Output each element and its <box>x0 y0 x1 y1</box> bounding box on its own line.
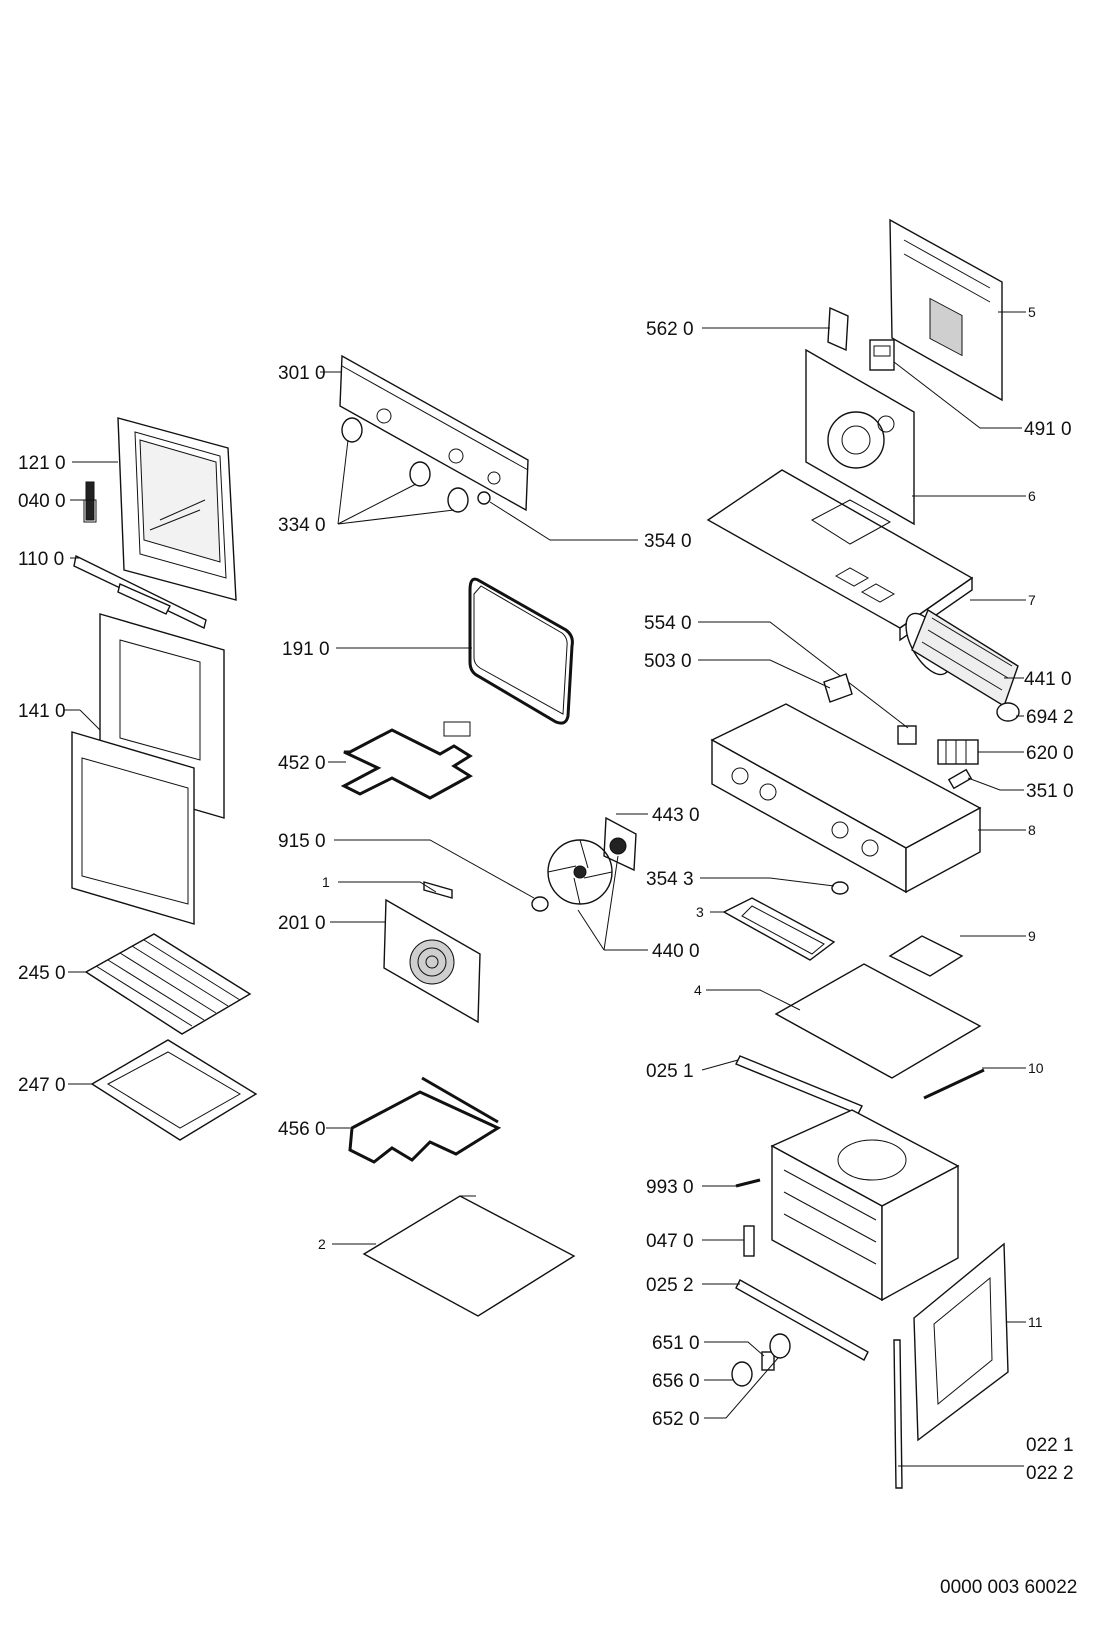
label-351-0: 351 0 <box>1026 781 1074 802</box>
label-651-0: 651 0 <box>652 1333 700 1354</box>
trim-strip-part <box>923 1068 985 1100</box>
label-047-0: 047 0 <box>646 1231 694 1252</box>
label-554-0: 554 0 <box>644 613 692 634</box>
label-354-0: 354 0 <box>644 531 692 552</box>
label-5: 5 <box>1028 304 1036 320</box>
drawing-number: 0000 003 60022 <box>940 1577 1077 1598</box>
back-panel-part <box>889 218 1003 402</box>
label-656-0: 656 0 <box>652 1371 700 1392</box>
label-354-3: 354 3 <box>646 869 694 890</box>
small-cover-plate-part <box>888 935 964 977</box>
door-glass-panels-part <box>71 613 225 925</box>
door-hinge-strip-part <box>893 1339 903 1489</box>
label-201-0: 201 0 <box>278 913 326 934</box>
thermostat-part <box>897 725 917 745</box>
label-491-0: 491 0 <box>1024 419 1072 440</box>
door-seal-part <box>468 577 574 725</box>
fan-motor-part <box>603 816 637 872</box>
rear-fan-cover-part <box>383 898 481 1024</box>
label-191-0: 191 0 <box>282 639 330 660</box>
side-rail-1-part <box>735 1055 863 1115</box>
label-10: 10 <box>1028 1060 1044 1076</box>
lower-heating-element-part <box>348 1076 502 1164</box>
bottom-cover-part <box>362 1195 576 1317</box>
label-503-0: 503 0 <box>644 651 692 672</box>
label-334-0: 334 0 <box>278 515 326 536</box>
lamp-socket-part <box>769 1333 791 1359</box>
rear-wall-part <box>805 348 915 526</box>
label-441-0: 441 0 <box>1024 669 1072 690</box>
label-121-0: 121 0 <box>18 453 66 474</box>
label-040-0: 040 0 <box>18 491 66 512</box>
label-4: 4 <box>694 982 702 998</box>
top-plate-part <box>774 963 982 1079</box>
door-frame-part <box>117 417 237 601</box>
indicator-lamp-2-part <box>831 881 849 895</box>
door-handle-part <box>73 554 207 630</box>
selector-switch-part <box>937 739 979 765</box>
label-7: 7 <box>1028 592 1036 608</box>
fan-bushing-part <box>531 896 549 912</box>
label-110-0: 110 0 <box>18 549 64 570</box>
label-301-0: 301 0 <box>278 363 326 384</box>
label-141-0: 141 0 <box>18 701 66 722</box>
label-245-0: 245 0 <box>18 963 66 984</box>
control-knobs-part <box>341 417 469 513</box>
lamp-cover-part <box>731 1361 753 1387</box>
wire-rack-part <box>84 933 252 1035</box>
oven-cavity-part <box>770 1109 960 1302</box>
label-452-0: 452 0 <box>278 753 326 774</box>
side-rail-2-part <box>735 1279 869 1361</box>
terminal-block-part <box>869 339 895 371</box>
label-694-2: 694 2 <box>1026 707 1074 728</box>
label-652-0: 652 0 <box>652 1409 700 1430</box>
lamp-holder-part <box>761 1351 775 1371</box>
label-022-1: 022 1 <box>1026 1435 1074 1456</box>
bracket-part <box>423 881 453 899</box>
label-993-0: 993 0 <box>646 1177 694 1198</box>
label-247-0: 247 0 <box>18 1075 66 1096</box>
label-6: 6 <box>1028 488 1036 504</box>
hinge-part <box>83 481 97 523</box>
screw-part <box>735 1178 761 1188</box>
grill-element-part <box>340 721 473 800</box>
door-latch-part <box>743 1225 755 1257</box>
label-443-0: 443 0 <box>652 805 700 826</box>
oven-lamp-part <box>947 768 973 790</box>
control-housing-part <box>710 703 982 894</box>
label-9: 9 <box>1028 928 1036 944</box>
label-025-2: 025 2 <box>646 1275 694 1296</box>
label-11: 11 <box>1028 1314 1043 1330</box>
label-8: 8 <box>1028 822 1036 838</box>
label-1: 1 <box>322 874 330 890</box>
label-025-1: 025 1 <box>646 1061 694 1082</box>
tangential-fan-part <box>905 608 1019 708</box>
fan-bearing-part <box>996 702 1020 722</box>
fan-blade-part <box>547 839 613 905</box>
label-915-0: 915 0 <box>278 831 326 852</box>
baking-tray-part <box>90 1039 258 1141</box>
side-bracket-part <box>722 897 836 961</box>
label-440-0: 440 0 <box>652 941 700 962</box>
control-panel-part <box>339 354 529 512</box>
timer-part <box>823 673 853 703</box>
label-3: 3 <box>696 904 704 920</box>
label-2: 2 <box>318 1236 326 1252</box>
label-562-0: 562 0 <box>646 319 694 340</box>
label-022-2: 022 2 <box>1026 1463 1074 1484</box>
indicator-lamp-part <box>477 491 491 505</box>
label-620-0: 620 0 <box>1026 743 1074 764</box>
mounting-bracket-part <box>827 306 849 352</box>
door-inner-panel-part <box>913 1242 1009 1442</box>
label-456-0: 456 0 <box>278 1119 326 1140</box>
